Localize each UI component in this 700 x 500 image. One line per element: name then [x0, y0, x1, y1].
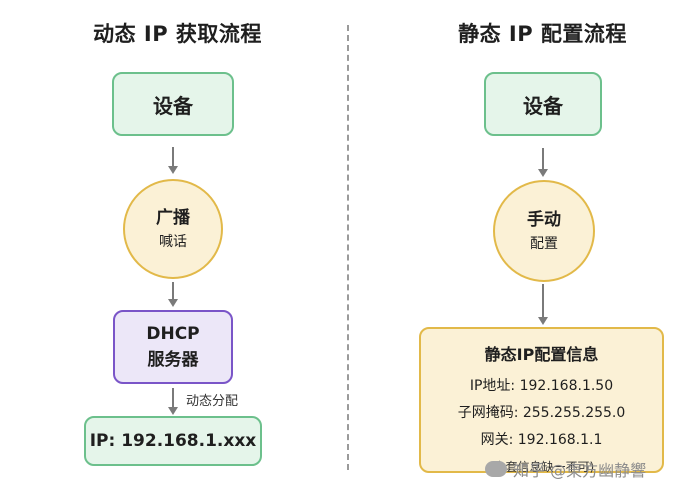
static-ip-info-box: 静态IP配置信息 IP地址: 192.168.1.50 子网掩码: 255.25… [419, 327, 664, 474]
dhcp-server-box: DHCP 服务器 [113, 310, 233, 384]
manual-sublabel: 配置 [530, 235, 558, 252]
server-label: 服务器 [147, 350, 199, 370]
ip-result-label: IP: 192.168.1.xxx [89, 431, 257, 451]
static-ip-title: 静态 IP 配置流程 [458, 22, 627, 46]
subnet-mask-line: 子网掩码: 255.255.255.0 [457, 405, 626, 421]
right-device-box: 设备 [484, 72, 602, 136]
left-arrow-3 [168, 388, 178, 415]
watermark: 知乎 @東方幽静響 [485, 457, 646, 481]
left-arrow-1 [168, 147, 178, 174]
manual-config-circle: 手动 配置 [493, 180, 595, 282]
ip-result-box: IP: 192.168.1.xxx [84, 416, 262, 466]
info-title: 静态IP配置信息 [484, 345, 599, 364]
dynamic-ip-title: 动态 IP 获取流程 [93, 22, 262, 46]
right-arrow-1 [538, 148, 548, 177]
manual-label: 手动 [527, 209, 561, 230]
chat-bubble-icon [485, 461, 507, 477]
broadcast-sublabel: 喊话 [159, 233, 187, 250]
left-device-box: 设备 [112, 72, 234, 136]
left-device-label: 设备 [153, 93, 193, 118]
dashed-divider [347, 25, 349, 470]
right-arrow-2 [538, 284, 548, 325]
info-note: (全套信息缺一不可) [488, 460, 595, 474]
broadcast-label: 广播 [156, 207, 190, 228]
dhcp-label: DHCP [146, 324, 200, 344]
ip-address-line: IP地址: 192.168.1.50 [469, 378, 614, 394]
left-arrow-2 [168, 282, 178, 307]
watermark-text: 知乎 @東方幽静響 [513, 461, 647, 480]
broadcast-circle: 广播 喊话 [123, 179, 223, 279]
gateway-line: 网关: 192.168.1.1 [480, 432, 603, 448]
right-device-label: 设备 [523, 93, 563, 118]
dynamic-assign-label: 动态分配 [186, 394, 239, 409]
